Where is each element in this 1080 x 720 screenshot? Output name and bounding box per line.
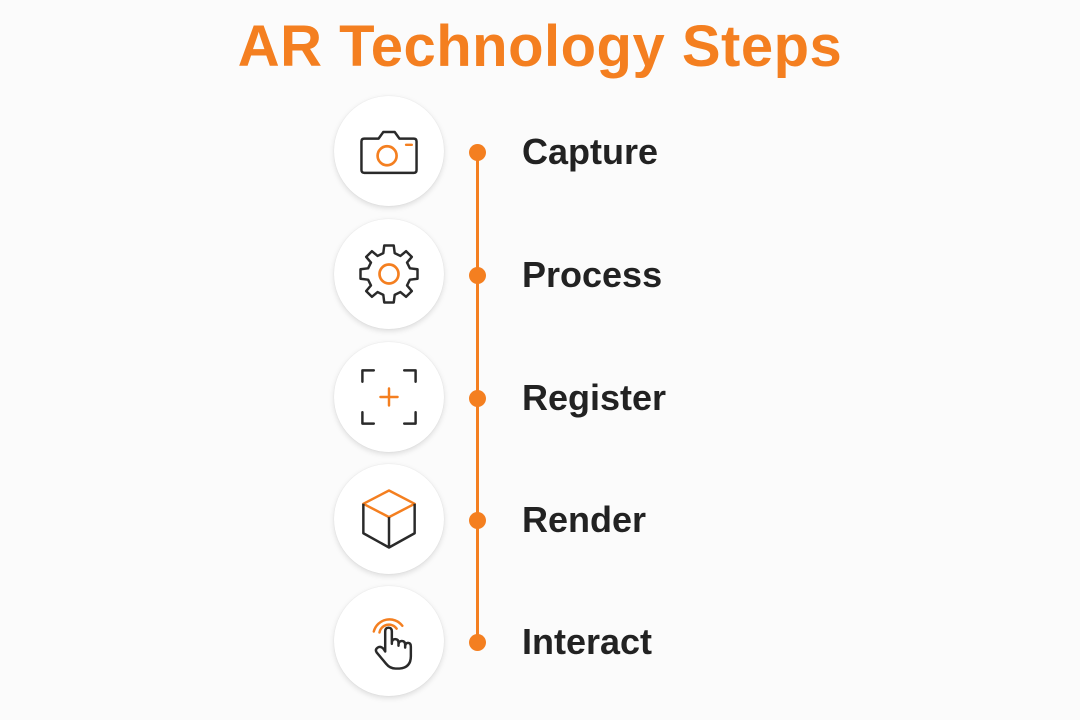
gear-icon bbox=[359, 244, 419, 304]
step-register: Register bbox=[0, 342, 1080, 452]
step-interact: Interact bbox=[0, 586, 1080, 696]
step-label-capture: Capture bbox=[522, 131, 659, 172]
step-label-render: Render bbox=[522, 499, 647, 540]
timeline-dot bbox=[469, 634, 486, 651]
step-render: Render bbox=[0, 464, 1080, 574]
viewfinder-target-icon bbox=[361, 369, 417, 425]
step-icon-badge bbox=[334, 464, 444, 574]
timeline-dot bbox=[469, 390, 486, 407]
step-label-interact: Interact bbox=[522, 621, 653, 662]
touch-hand-icon bbox=[372, 618, 413, 670]
step-icon-badge bbox=[334, 219, 444, 329]
camera-icon bbox=[360, 130, 418, 175]
step-label-register: Register bbox=[522, 377, 667, 418]
step-icon-badge bbox=[334, 586, 444, 696]
step-icon-badge bbox=[334, 342, 444, 452]
timeline-dot bbox=[469, 144, 486, 161]
cube-icon bbox=[362, 489, 416, 549]
step-icon-badge bbox=[334, 96, 444, 206]
timeline-dot bbox=[469, 512, 486, 529]
step-capture: Capture bbox=[0, 96, 1080, 206]
step-label-process: Process bbox=[522, 254, 663, 295]
step-process: Process bbox=[0, 219, 1080, 329]
page-title: AR Technology Steps bbox=[237, 14, 843, 79]
timeline-dot bbox=[469, 267, 486, 284]
